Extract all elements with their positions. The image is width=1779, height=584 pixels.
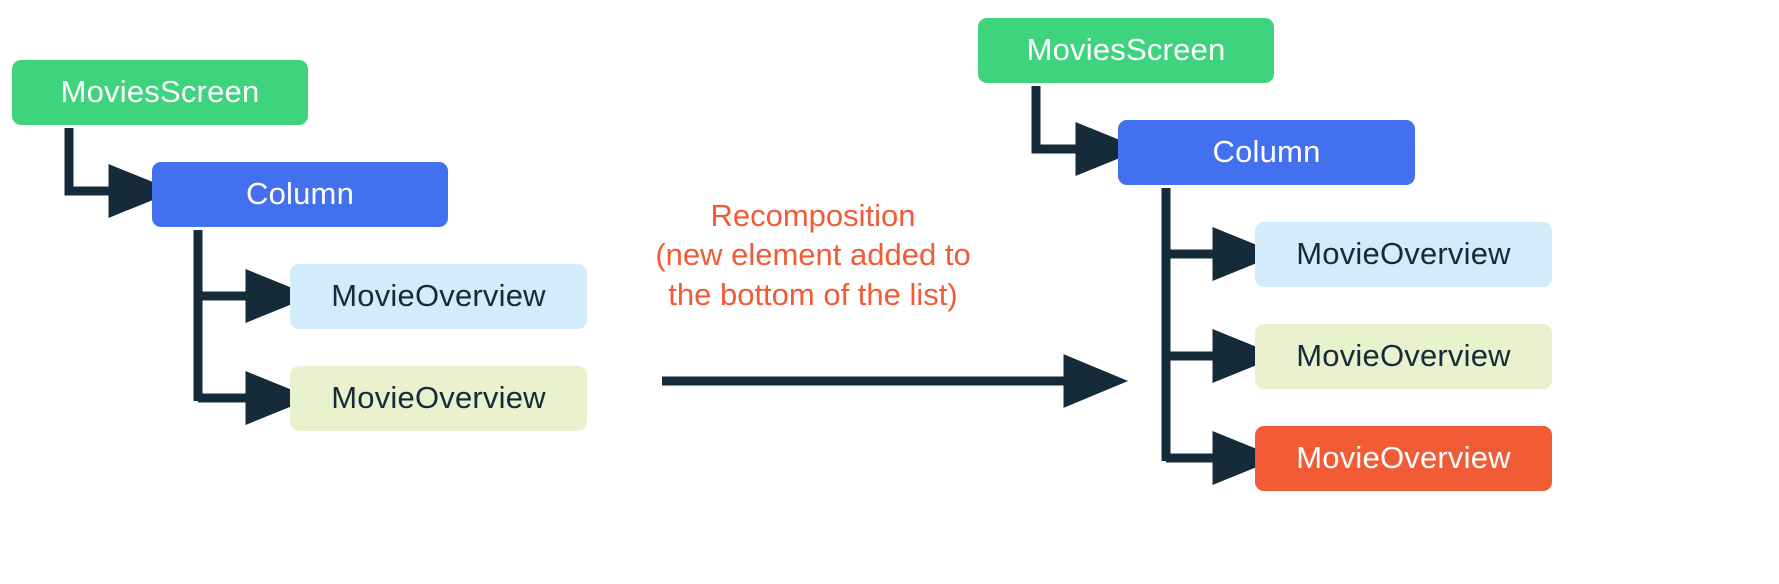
before-node-movies-screen[interactable]: MoviesScreen	[12, 60, 308, 125]
after-node-movie-overview-3-new[interactable]: MovieOverview	[1255, 426, 1552, 491]
transition-caption: Recomposition (new element added to the …	[640, 196, 986, 314]
after-node-column[interactable]: Column	[1118, 120, 1415, 185]
after-node-movie-overview-1[interactable]: MovieOverview	[1255, 222, 1552, 287]
transition-caption-line-1: Recomposition	[710, 198, 916, 233]
after-node-movies-screen[interactable]: MoviesScreen	[978, 18, 1274, 83]
edge-after-root-to-column	[1031, 86, 1142, 176]
before-node-movie-overview-1[interactable]: MovieOverview	[290, 264, 587, 329]
before-node-movie-overview-2[interactable]: MovieOverview	[290, 366, 587, 431]
transition-caption-line-2: (new element added to	[655, 237, 971, 273]
edge-before-root-to-column	[64, 128, 175, 218]
after-node-movie-overview-2[interactable]: MovieOverview	[1255, 324, 1552, 389]
before-node-column[interactable]: Column	[152, 162, 448, 227]
transition-caption-line-3: the bottom of the list)	[668, 276, 958, 312]
